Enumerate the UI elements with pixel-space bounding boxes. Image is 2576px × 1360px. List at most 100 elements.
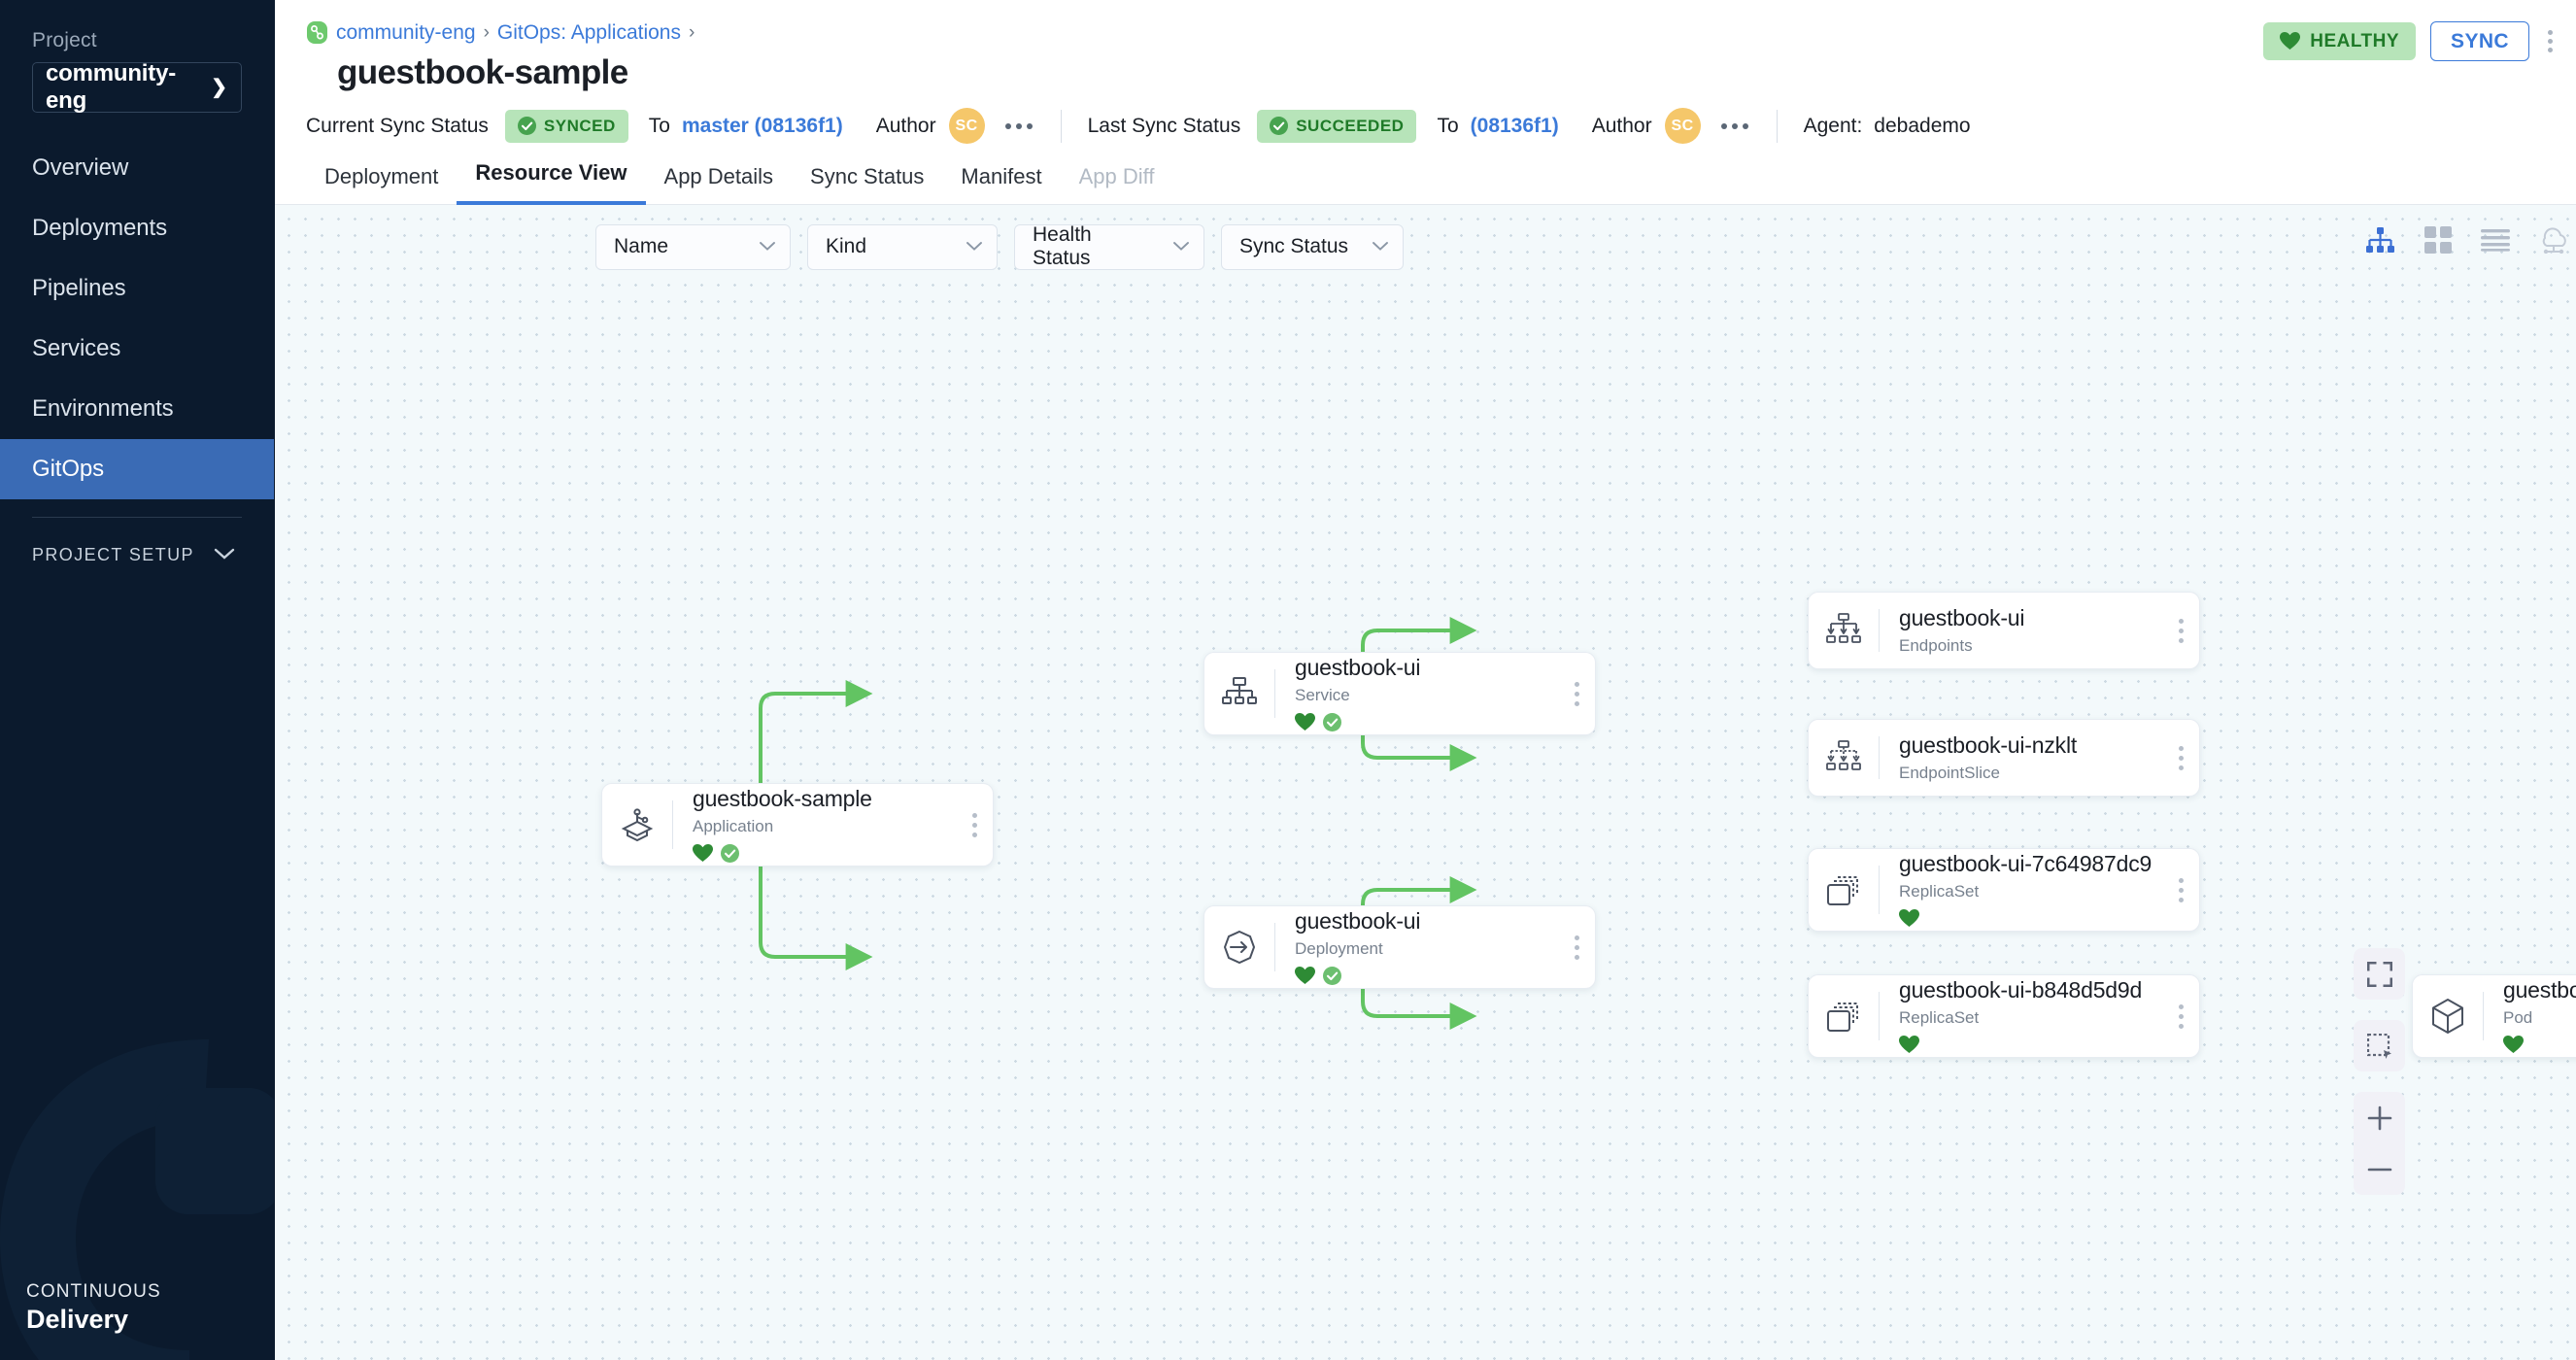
node-more-menu[interactable] (2171, 1004, 2199, 1029)
network-view-icon[interactable] (2539, 226, 2568, 258)
deployment-icon (1204, 906, 1274, 988)
replicaset-icon (1809, 849, 1879, 931)
select-box-icon[interactable] (2354, 1020, 2405, 1071)
agent-value: debademo (1874, 115, 1970, 138)
graph-node-application[interactable]: guestbook-sample Application (601, 783, 994, 867)
sidebar-item-label: Pipelines (32, 275, 126, 302)
graph-nodes: guestbook-sample Application (275, 205, 2576, 1360)
brand-line-1: CONTINUOUS (26, 1281, 161, 1303)
heart-icon (1899, 1036, 1919, 1054)
chevron-down-icon (1372, 237, 1389, 256)
current-revision-link[interactable]: master (08136f1) (682, 115, 843, 138)
graph-node-endpoints[interactable]: guestbook-ui Endpoints (1808, 592, 2200, 669)
sidebar: Project community-eng ❯ Overview Deploym… (0, 0, 275, 1360)
sidebar-item-environments[interactable]: Environments (0, 379, 274, 439)
graph-node-endpointslice[interactable]: guestbook-ui-nzklt EndpointSlice (1808, 719, 2200, 797)
grid-view-icon[interactable] (2424, 226, 2452, 258)
node-kind: EndpointSlice (1899, 764, 2171, 783)
project-setup-label: PROJECT SETUP (32, 545, 194, 565)
sidebar-item-overview[interactable]: Overview (0, 138, 274, 198)
page-header: community-eng › GitOps: Applications › g… (275, 0, 2576, 205)
fullscreen-icon[interactable] (2354, 948, 2405, 1000)
check-circle-icon (721, 844, 739, 863)
pod-icon (2413, 975, 2483, 1057)
project-selector[interactable]: community-eng ❯ (32, 62, 242, 113)
header-more-menu[interactable] (2544, 26, 2557, 56)
heart-icon (2503, 1036, 2524, 1054)
node-name: guestbook-ui (1295, 655, 1567, 681)
heart-icon (2280, 32, 2300, 51)
graph-node-deployment[interactable]: guestbook-ui Deployment (1203, 905, 1596, 989)
filter-label: Health Status (1033, 223, 1151, 270)
tab-resource-view[interactable]: Resource View (457, 160, 645, 205)
node-kind: ReplicaSet (1899, 882, 2171, 901)
node-kind: Application (693, 817, 965, 836)
current-sync-more-menu[interactable] (1003, 118, 1034, 135)
node-status-icons (1295, 712, 1567, 733)
sync-button[interactable]: SYNC (2430, 21, 2529, 61)
last-sync-status-label: Last Sync Status (1088, 115, 1241, 138)
zoom-out-icon[interactable] (2354, 1143, 2405, 1195)
heart-icon (1295, 713, 1315, 731)
last-sync-status-badge: SUCCEEDED (1257, 110, 1416, 143)
filter-sync-status[interactable]: Sync Status (1221, 224, 1404, 270)
tab-manifest[interactable]: Manifest (942, 164, 1060, 205)
tab-app-details[interactable]: App Details (646, 164, 793, 205)
node-kind: Endpoints (1899, 636, 2171, 656)
heart-icon (1295, 967, 1315, 985)
node-name: guestbook-ui (1295, 908, 1567, 935)
node-more-menu[interactable] (1567, 682, 1595, 706)
node-more-menu[interactable] (965, 813, 993, 837)
list-view-icon[interactable] (2481, 228, 2510, 256)
node-more-menu[interactable] (2171, 746, 2199, 770)
graph-node-replicaset-2[interactable]: guestbook-ui-b848d5d9d ReplicaSet (1808, 974, 2200, 1058)
divider (1777, 110, 1778, 143)
zoom-in-icon[interactable] (2354, 1092, 2405, 1143)
node-more-menu[interactable] (2171, 878, 2199, 902)
sidebar-item-deployments[interactable]: Deployments (0, 198, 274, 258)
brand-logo: CONTINUOUS Delivery (26, 1281, 161, 1335)
sidebar-item-gitops[interactable]: GitOps (0, 439, 274, 499)
check-circle-icon (518, 117, 536, 135)
node-status-icons (693, 843, 965, 865)
node-name: guestbook-ui-b848d5d9d (1899, 977, 2171, 1003)
breadcrumb-item-project[interactable]: community-eng (336, 21, 476, 45)
last-revision-link[interactable]: (08136f1) (1471, 115, 1559, 138)
sidebar-item-pipelines[interactable]: Pipelines (0, 258, 274, 319)
project-name: community-eng (46, 60, 211, 115)
graph-node-pod[interactable]: guestbook-ui-b848d5d9… Pod (2412, 974, 2576, 1058)
sidebar-item-label: Environments (32, 395, 174, 423)
breadcrumb: community-eng › GitOps: Applications › (306, 16, 695, 45)
node-status-icons (1899, 1035, 2171, 1056)
filter-name[interactable]: Name (595, 224, 791, 270)
sync-status-bar: Current Sync Status SYNCED To master (08… (275, 92, 2576, 159)
avatar: SC (949, 108, 985, 144)
node-kind: Pod (2503, 1008, 2576, 1028)
breadcrumb-item-applications[interactable]: GitOps: Applications (497, 21, 681, 45)
tab-sync-status[interactable]: Sync Status (792, 164, 942, 205)
node-more-menu[interactable] (1567, 935, 1595, 960)
chevron-down-icon (214, 545, 235, 565)
filter-kind[interactable]: Kind (807, 224, 998, 270)
filter-health-status[interactable]: Health Status (1014, 224, 1204, 270)
filter-label: Kind (826, 235, 866, 258)
graph-node-service[interactable]: guestbook-ui Service (1203, 652, 1596, 735)
graph-node-replicaset-1[interactable]: guestbook-ui-7c64987dc9 ReplicaSet (1808, 848, 2200, 932)
last-sync-more-menu[interactable] (1719, 118, 1750, 135)
avatar: SC (1665, 108, 1701, 144)
tab-deployment[interactable]: Deployment (306, 164, 457, 205)
breadcrumb-separator: › (484, 22, 490, 44)
current-sync-status-badge: SYNCED (505, 110, 628, 143)
health-status-badge[interactable]: HEALTHY (2263, 22, 2416, 60)
tree-view-icon[interactable] (2365, 227, 2395, 258)
check-circle-icon (1323, 967, 1341, 985)
node-more-menu[interactable] (2171, 619, 2199, 643)
project-label: Project (0, 0, 274, 62)
resource-graph-canvas[interactable]: Name Kind Health Status (275, 205, 2576, 1360)
project-setup-toggle[interactable]: PROJECT SETUP (0, 518, 274, 565)
filter-label: Name (614, 235, 668, 258)
node-name: guestbook-ui (1899, 605, 2171, 631)
sidebar-item-services[interactable]: Services (0, 319, 274, 379)
health-status-label: HEALTHY (2310, 31, 2399, 52)
